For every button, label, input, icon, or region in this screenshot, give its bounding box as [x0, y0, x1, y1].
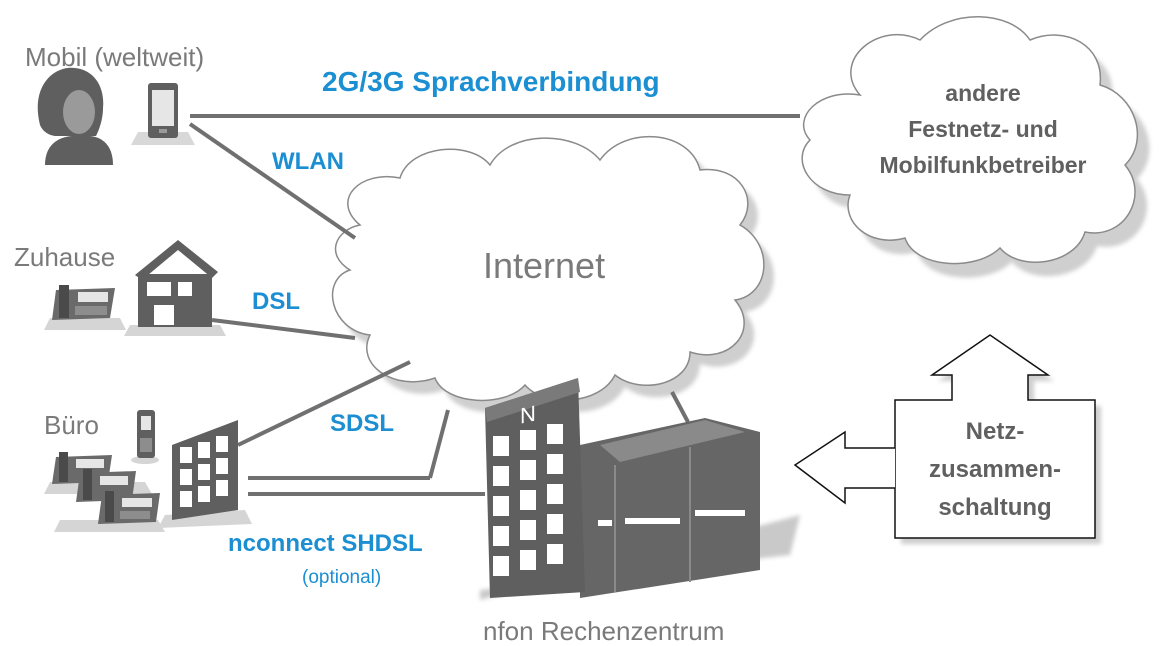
carriers-label-line-2: Festnetz- und — [908, 116, 1058, 142]
cordless-phone-icon — [131, 410, 159, 464]
shdsl-link-uplink — [428, 409, 450, 479]
interconnection-arrows — [793, 334, 1101, 544]
datacenter-icon — [480, 378, 800, 600]
smartphone-icon — [131, 83, 195, 145]
dsl-link-line — [211, 318, 356, 340]
office-label: Büro — [44, 410, 99, 440]
interconnection-label-line-1: Netz- — [965, 418, 1025, 445]
carriers-label-line-3: Mobilfunkbetreiber — [879, 152, 1087, 178]
wlan-link-line — [188, 122, 357, 240]
wlan-label: WLAN — [272, 148, 344, 175]
desk-phone-icon — [44, 285, 126, 330]
office-desk-phones-icon — [44, 452, 165, 532]
datacenter-label: nfon Rechenzentrum — [483, 616, 725, 646]
shdsl-label: nconnect SHDSL — [228, 530, 423, 557]
internet-cloud — [331, 135, 774, 413]
up-arrow-box — [894, 334, 1096, 539]
person-avatar-icon — [37, 67, 113, 165]
connection-lines — [188, 114, 800, 496]
sdsl-link-line — [237, 360, 411, 447]
dsl-label: DSL — [252, 288, 300, 315]
voice-connection-label: 2G/3G Sprachverbindung — [322, 66, 660, 97]
optional-label: (optional) — [302, 567, 382, 588]
left-arrow-icon — [793, 430, 895, 505]
datacenter-internet-line — [670, 391, 690, 423]
building-logo-letter: N — [520, 400, 536, 429]
other-carriers-cloud — [801, 16, 1150, 278]
carriers-label-line-1: andere — [945, 80, 1021, 106]
office-building-icon — [158, 420, 252, 528]
sdsl-label: SDSL — [330, 410, 395, 437]
home-label: Zuhause — [14, 242, 116, 272]
house-icon — [124, 240, 226, 336]
interconnection-label-line-3: schaltung — [938, 494, 1052, 521]
mobile-label: Mobil (weltweit) — [25, 42, 205, 72]
internet-label: Internet — [483, 245, 606, 286]
interconnection-label-line-2: zusammen- — [928, 456, 1062, 483]
